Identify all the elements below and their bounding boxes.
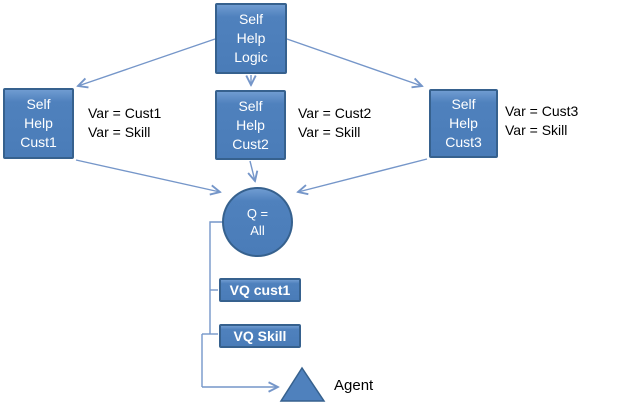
agent-label: Agent xyxy=(334,377,374,394)
arrow-logic-to-cust1 xyxy=(78,38,216,86)
var-label-group-cust2: Var = Cust2 Var = Skill xyxy=(298,104,371,142)
var-line: Var = Cust2 xyxy=(298,105,372,121)
vq-cust1-box: VQ cust1 xyxy=(219,278,301,302)
node-label-line: Self xyxy=(238,11,264,27)
node-label-line: Cust3 xyxy=(445,134,482,150)
vq-skill-box: VQ Skill xyxy=(219,324,301,348)
var-line: Var = Skill xyxy=(505,122,568,138)
arrow-cust1-to-queue xyxy=(75,159,220,192)
agent-triangle xyxy=(279,366,326,402)
queue-circle: Q = All xyxy=(222,187,293,257)
node-label-line: Self xyxy=(451,96,476,112)
node-label-line: Logic xyxy=(234,49,268,65)
node-label-line: Self xyxy=(238,97,263,114)
node-label-line: Q = xyxy=(246,206,269,221)
node-label-line: All xyxy=(250,223,265,238)
node-label-line: Help xyxy=(236,30,266,46)
node-label-line: Cust1 xyxy=(20,134,57,150)
node-self-help-cust1: Self Help Cust1 xyxy=(3,88,74,159)
arrow-logic-to-cust3 xyxy=(286,38,422,86)
node-self-help-cust3: Self Help Cust3 xyxy=(429,89,498,158)
var-label-group-cust1: Var = Cust1 Var = Skill xyxy=(88,104,161,142)
arrow-cust2-to-queue xyxy=(250,160,255,181)
var-line: Var = Skill xyxy=(88,124,151,140)
node-label-line: Help xyxy=(236,116,265,133)
var-line: Var = Cust3 xyxy=(505,103,579,119)
var-label-group-cust3: Var = Cust3 Var = Skill xyxy=(505,102,578,140)
node-self-help-cust2: Self Help Cust2 xyxy=(215,90,286,160)
node-label-line: Help xyxy=(449,115,478,131)
var-line: Var = Cust1 xyxy=(88,105,162,121)
elbow-queue-to-vq-stack xyxy=(209,221,222,334)
var-line: Var = Skill xyxy=(298,124,361,140)
node-label-line: VQ Skill xyxy=(233,327,287,344)
node-self-help-logic: Self Help Logic xyxy=(215,3,287,74)
node-label-line: Self xyxy=(26,96,51,112)
arrow-cust3-to-queue xyxy=(298,158,428,192)
node-label-line: Help xyxy=(24,115,53,131)
node-label-line: Cust2 xyxy=(232,135,269,152)
node-label-line: VQ cust1 xyxy=(229,281,291,298)
